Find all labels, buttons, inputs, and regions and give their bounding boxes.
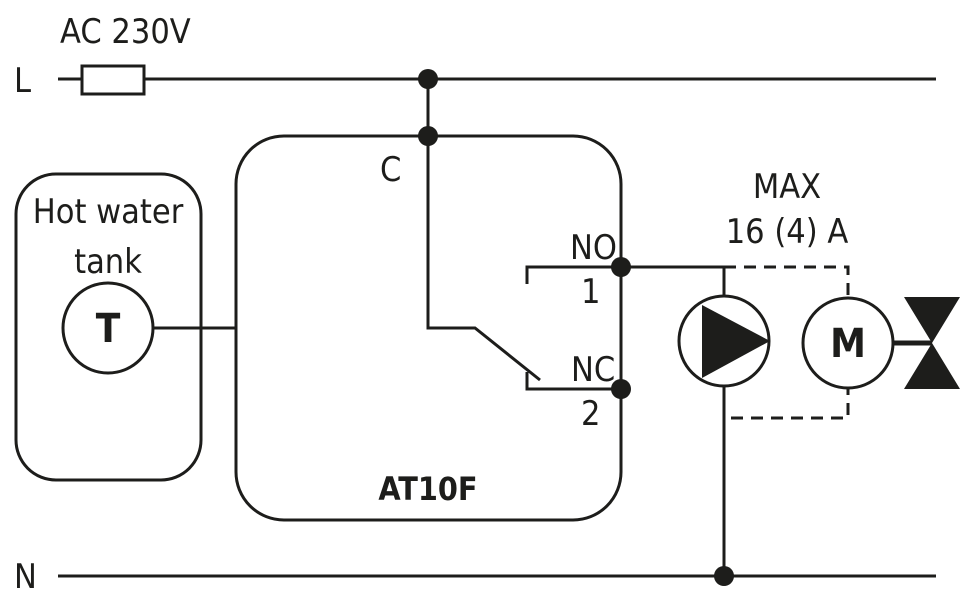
common-label: C [380, 150, 401, 190]
thermostat-model: AT10F [378, 470, 477, 508]
nc-contact [525, 372, 621, 391]
line-label: L [14, 61, 31, 101]
neutral-junction-dot [714, 566, 734, 586]
alternative-connection-top [724, 265, 850, 420]
rating-label: 16 (4) A [726, 212, 849, 252]
pump-arrow-icon [702, 305, 770, 378]
tank-label-line1: Hot water [33, 192, 184, 232]
max-label: MAX [753, 167, 821, 207]
no-contact [525, 265, 621, 284]
line-junction-dot [418, 69, 438, 89]
tank-label-line2: tank [74, 242, 142, 282]
switch-common-lead [426, 136, 541, 382]
fuse-symbol [80, 64, 146, 96]
nc-terminal-number: 2 [581, 394, 600, 434]
neutral-label: N [14, 557, 37, 597]
no-terminal-number: 1 [581, 272, 600, 312]
voltage-label: AC 230V [60, 12, 191, 52]
nc-label: NC [571, 350, 615, 390]
no-label: NO [570, 228, 617, 268]
sensor-label: T [96, 306, 121, 352]
valve-icon-bottom [904, 343, 960, 389]
nc-terminal-dot [611, 379, 631, 399]
valve-icon-top [904, 297, 960, 343]
motor-label: M [830, 321, 866, 367]
